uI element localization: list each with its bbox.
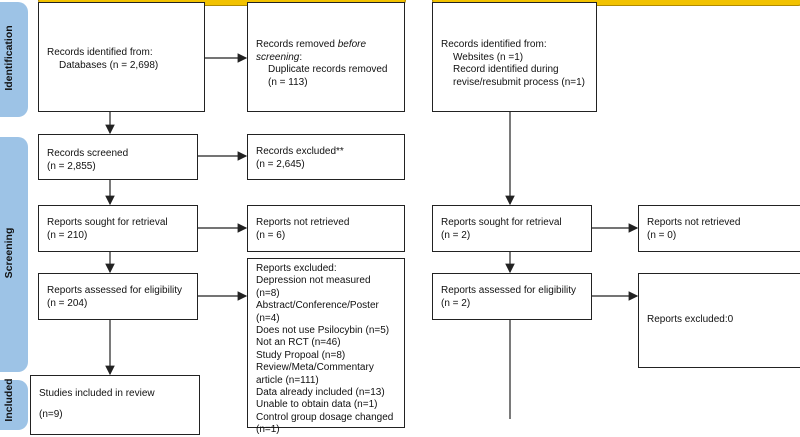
records-removed-screening: screening <box>256 51 300 63</box>
reports-excluded-item: (n=4) <box>256 312 280 324</box>
stage-bar-screening: Screening <box>0 137 28 372</box>
right-reports-not-retrieved-line2: (n = 0) <box>647 229 677 241</box>
stage-bar-identification: Identification <box>0 2 28 117</box>
box-right-reports-excluded: Reports excluded:0 <box>638 273 800 368</box>
box-studies-included: Studies included in review (n=9) <box>30 375 200 435</box>
box-reports-assessed: Reports assessed for eligibility (n = 20… <box>38 273 198 320</box>
records-identified-line1: Records identified from: <box>47 47 153 58</box>
records-removed-before: before <box>337 39 367 50</box>
reports-excluded-item: Not an RCT (n=46) <box>256 337 341 349</box>
box-reports-not-retrieved: Reports not retrieved (n = 6) <box>247 205 405 252</box>
records-excluded-line1: Records excluded** <box>256 146 344 157</box>
box-records-removed: Records removed before screening: Duplic… <box>247 2 405 112</box>
reports-not-retrieved-line2: (n = 6) <box>256 229 286 241</box>
studies-included-line2: (n=9) <box>39 408 63 420</box>
studies-included-line1: Studies included in review <box>39 388 155 399</box>
reports-excluded-item: Review/Meta/Commentary <box>256 362 374 374</box>
records-removed-line1: Records removed before <box>256 39 396 52</box>
reports-excluded-item: article (n=111) <box>256 374 319 386</box>
records-removed-line2: screening: <box>256 52 396 65</box>
box-records-excluded: Records excluded** (n = 2,645) <box>247 134 405 180</box>
records-excluded-line2: (n = 2,645) <box>256 158 305 170</box>
box-right-reports-not-retrieved: Reports not retrieved (n = 0) <box>638 205 800 252</box>
records-removed-colon: : <box>299 51 303 63</box>
reports-excluded-item: Depression not measured (n=8) <box>256 275 371 299</box>
reports-excluded-item: Does not use Psilocybin (n=5) <box>256 325 390 337</box>
reports-excluded-item: (n=1) <box>256 424 280 436</box>
records-removed-count: (n = 113) <box>268 76 308 88</box>
reports-not-retrieved-line1: Reports not retrieved <box>256 217 350 228</box>
reports-excluded-item: Abstract/Conference/Poster <box>256 300 379 312</box>
reports-excluded-title: Reports excluded: <box>256 263 337 274</box>
flow-connectors <box>105 53 639 419</box>
records-removed-duplicates: Duplicate records removed <box>268 64 388 75</box>
reports-excluded-item: Data already included (n=13) <box>256 387 385 399</box>
right-records-identified-line3: Record identified during <box>453 64 559 75</box>
box-records-identified: Records identified from: Databases (n = … <box>38 2 205 112</box>
right-records-identified-websites: Websites (n =1) <box>453 51 524 63</box>
records-screened-line1: Records screened <box>47 148 129 159</box>
right-reports-not-retrieved-line1: Reports not retrieved <box>647 217 741 228</box>
box-reports-sought: Reports sought for retrieval (n = 210) <box>38 205 198 252</box>
records-identified-databases: Databases (n = 2,698) <box>59 59 159 71</box>
right-reports-assessed-line1: Reports assessed for eligibility <box>441 285 577 296</box>
right-reports-excluded-line1: Reports excluded:0 <box>647 314 734 325</box>
reports-assessed-line2: (n = 204) <box>47 297 88 309</box>
box-reports-excluded: Reports excluded: Depression not measure… <box>247 258 405 435</box>
right-reports-assessed-line2: (n = 2) <box>441 297 471 309</box>
reports-sought-line2: (n = 210) <box>47 229 88 241</box>
right-reports-sought-line1: Reports sought for retrieval <box>441 217 562 228</box>
box-records-screened: Records screened (n = 2,855) <box>38 134 198 180</box>
right-records-identified-line4: revise/resubmit process (n=1) <box>453 76 585 88</box>
reports-sought-line1: Reports sought for retrieval <box>47 217 168 228</box>
reports-excluded-item: Study Propoal (n=8) <box>256 349 346 361</box>
right-records-identified-line1: Records identified from: <box>441 39 547 50</box>
records-removed-prefix: Records removed <box>256 39 338 50</box>
reports-assessed-line1: Reports assessed for eligibility <box>47 285 183 296</box>
reports-excluded-item: Unable to obtain data (n=1) <box>256 399 378 411</box>
box-right-records-identified: Records identified from: Websites (n =1)… <box>432 2 597 112</box>
right-reports-sought-line2: (n = 2) <box>441 229 471 241</box>
box-right-reports-assessed: Reports assessed for eligibility (n = 2) <box>432 273 592 320</box>
box-right-reports-sought: Reports sought for retrieval (n = 2) <box>432 205 592 252</box>
reports-excluded-item: Control group dosage changed <box>256 411 394 423</box>
records-screened-line2: (n = 2,855) <box>47 160 96 172</box>
